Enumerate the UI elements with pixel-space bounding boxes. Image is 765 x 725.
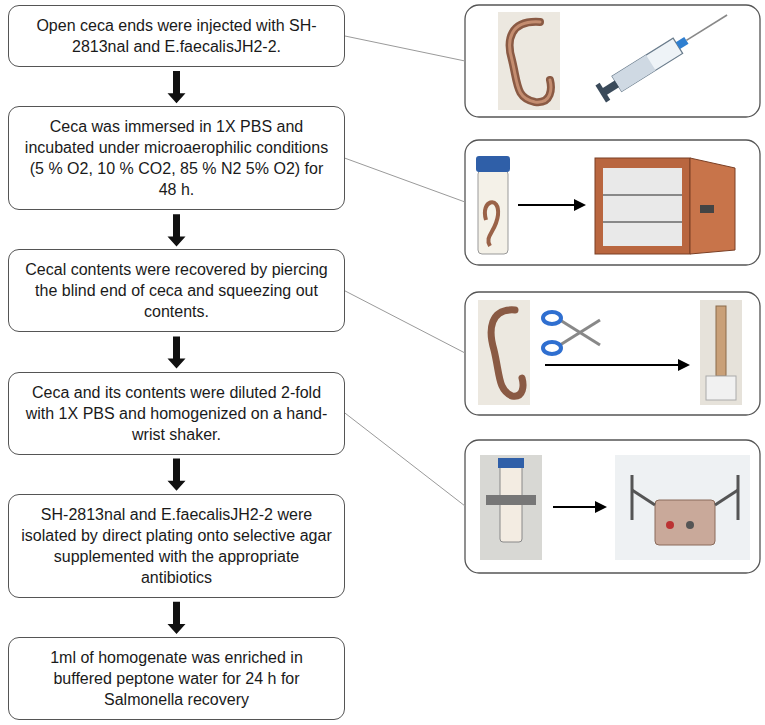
leader-line: [345, 413, 465, 506]
step-arrow: [678, 359, 690, 371]
step-text: Ceca and its contents were diluted 2-fol…: [21, 382, 332, 445]
incubator: [595, 158, 690, 254]
process-box: SH-2813nal and E.faecalisJH2-2 were isol…: [8, 494, 345, 598]
tube-cap: [476, 156, 510, 172]
shaker-photo: [615, 455, 750, 560]
incubator: [603, 168, 682, 246]
image-panel: [465, 140, 760, 265]
process-box: Open ceca ends were injected with SH-281…: [8, 5, 345, 67]
flow-arrow: [168, 71, 186, 103]
process-box: Cecal contents were recovered by piercin…: [8, 249, 345, 332]
ceca: [510, 22, 551, 102]
step-text: Cecal contents were recovered by piercin…: [21, 259, 332, 322]
process-box: Ceca and its contents were diluted 2-fol…: [8, 372, 345, 455]
step-text: Open ceca ends were injected with SH-281…: [21, 15, 332, 57]
tube: [478, 170, 508, 254]
step-arrow: [595, 501, 607, 513]
ceca: [491, 310, 523, 396]
process-box: Ceca was immersed in 1X PBS and incubate…: [8, 106, 345, 210]
image-panel: [465, 292, 760, 415]
ceca-photo: [478, 300, 530, 405]
scissors: [543, 312, 600, 354]
flow-arrow: [168, 602, 186, 634]
step-arrow: [545, 364, 680, 366]
ceca-photo: [498, 12, 560, 110]
leader-line: [345, 158, 465, 202]
incubator-door: [690, 158, 735, 254]
flow-arrow: [168, 459, 186, 491]
ceca: [485, 202, 498, 246]
tube: [716, 306, 726, 376]
process-box: 1ml of homogenate was enriched in buffer…: [8, 637, 345, 720]
image-panel: [465, 5, 760, 117]
ceca: [510, 22, 551, 102]
step-arrow: [553, 506, 598, 508]
flow-arrow: [168, 336, 186, 368]
syringe: [595, 6, 732, 102]
leader-line: [345, 291, 465, 353]
image-panel: [465, 440, 760, 573]
clamp-photo: [480, 455, 542, 560]
shaker: [655, 500, 715, 545]
leader-line: [345, 36, 465, 61]
step-arrow: [518, 204, 578, 206]
step-text: Ceca was immersed in 1X PBS and incubate…: [21, 116, 332, 200]
step-text: SH-2813nal and E.faecalisJH2-2 were isol…: [21, 504, 332, 588]
tube-photo: [700, 300, 742, 405]
step-arrow: [574, 199, 586, 211]
flow-arrow: [168, 214, 186, 246]
step-text: 1ml of homogenate was enriched in buffer…: [21, 647, 332, 710]
